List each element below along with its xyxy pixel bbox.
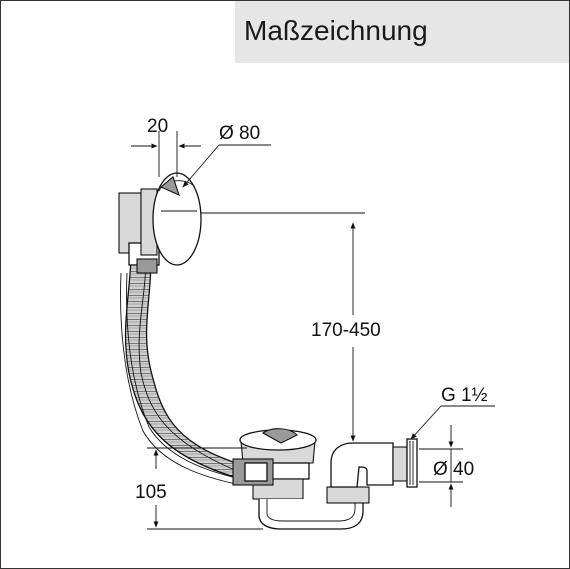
flexible-hose [120, 258, 242, 486]
label-thread: G 1½ [441, 385, 488, 406]
outlet-trap [326, 438, 418, 504]
label-height-range: 170-450 [311, 320, 381, 341]
label-width-20: 20 [147, 116, 168, 137]
label-diameter-40: Ø 40 [433, 459, 474, 480]
dimension-height-105: 105 [135, 447, 263, 530]
label-diameter-80: Ø 80 [219, 123, 260, 144]
label-height-105: 105 [135, 482, 167, 503]
dimension-diameter-80: Ø 80 [182, 123, 271, 188]
title-bar: Maßzeichnung [235, 1, 569, 63]
drain-valve [232, 428, 364, 530]
dimension-thread: G 1½ [410, 385, 495, 440]
page-title: Maßzeichnung [244, 15, 428, 46]
dimension-height-range: 170-450 [201, 212, 381, 442]
dimension-20: 20 [131, 116, 201, 177]
overflow-head [118, 172, 202, 274]
dimension-diameter-40: Ø 40 [419, 425, 474, 507]
